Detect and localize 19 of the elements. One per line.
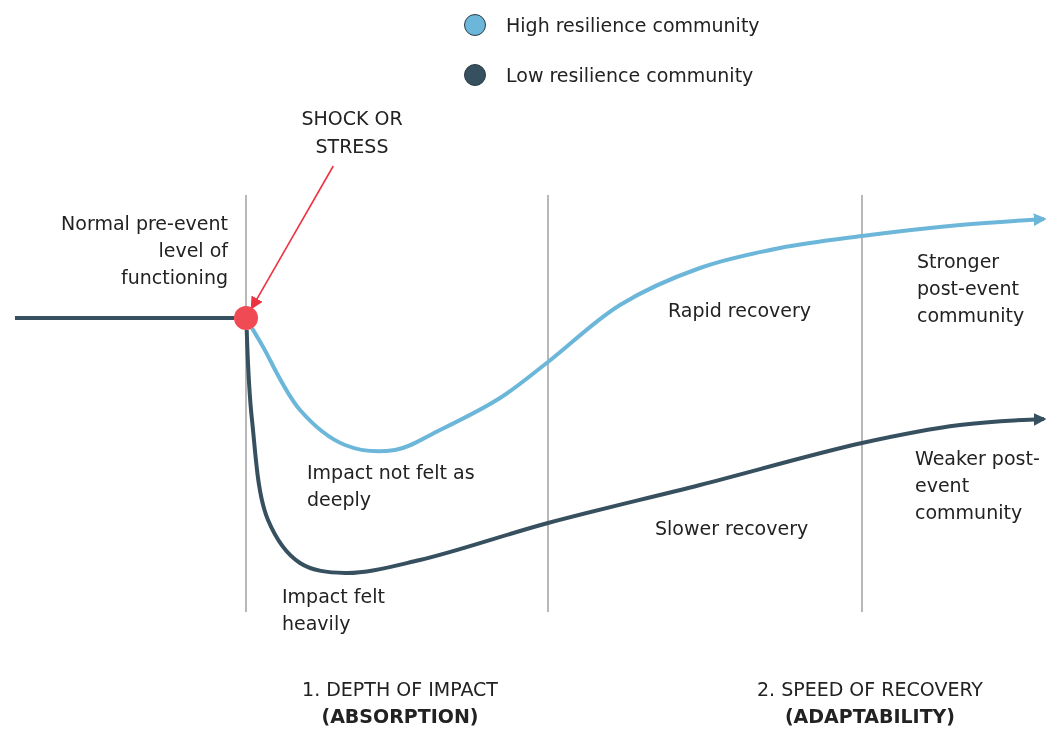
phase-label: 1. DEPTH OF IMPACT bbox=[301, 677, 499, 702]
annotation-text: Normal pre-event level of functioning bbox=[60, 211, 228, 290]
resilience-curve bbox=[250, 213, 1046, 454]
phase-label: 2. SPEED OF RECOVERY bbox=[756, 677, 984, 702]
annotation-text: Stronger post-event community bbox=[917, 249, 1026, 328]
annotation-text: Impact felt heavily bbox=[282, 584, 386, 636]
annotation-text: Weaker post-event community bbox=[915, 446, 1041, 525]
annotation-text: Rapid recovery bbox=[668, 298, 812, 323]
phase-subtitle: (ADAPTABILITY) bbox=[783, 704, 957, 729]
event-dot bbox=[234, 306, 258, 330]
annotation-text: Slower recovery bbox=[655, 516, 810, 541]
shock-label: SHOCK OR STRESS bbox=[277, 104, 427, 160]
resilience-curve bbox=[244, 329, 1046, 575]
phase-subtitle: (ABSORPTION) bbox=[320, 704, 480, 729]
resilience-curve bbox=[15, 316, 234, 320]
annotation-text: Impact not felt as deeply bbox=[307, 460, 476, 512]
legend-label: High resilience community bbox=[506, 14, 760, 36]
pointer-arrow bbox=[250, 165, 335, 310]
legend-label: Low resilience community bbox=[506, 64, 754, 86]
